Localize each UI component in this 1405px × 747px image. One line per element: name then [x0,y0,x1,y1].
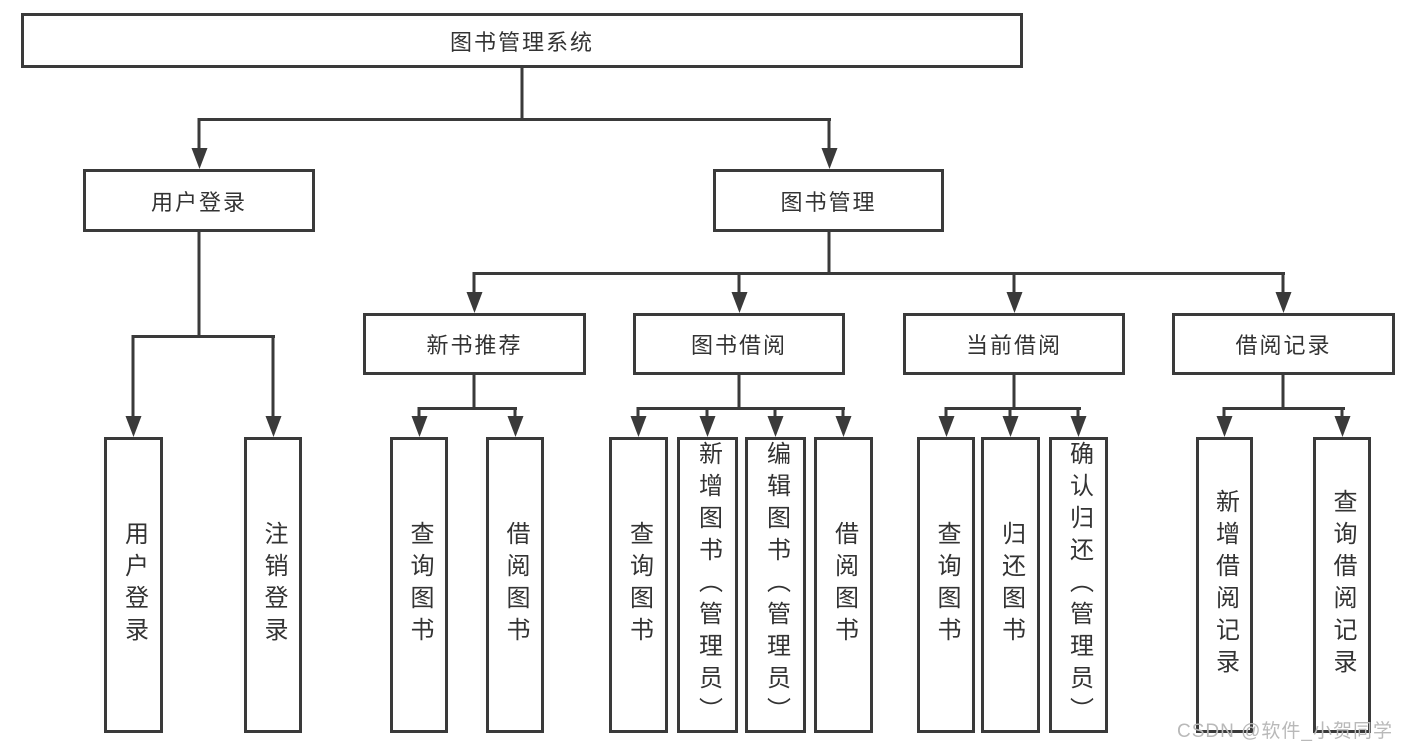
node-book-management: 图书管理 [713,169,944,232]
node-label: 注销登录 [260,521,287,649]
node-borrow-books-1: 借阅图书 [486,437,544,733]
edge-new-book-trunk [472,375,476,407]
node-logout-leaf: 注销登录 [244,437,302,733]
edge-current-borrowing-trunk [1012,375,1016,407]
node-label: 图书借阅 [690,333,787,358]
node-label: 借阅记录 [1235,333,1332,358]
node-user-login: 用户登录 [83,169,315,232]
node-label: 新增借阅记录 [1211,489,1239,681]
node-borrow-books-2: 借阅图书 [814,437,873,733]
arrow-to-book-borrowing [737,272,741,292]
node-edit-book-admin: 编辑图书（管理员） [745,437,806,733]
node-label: 查询借阅记录 [1329,489,1356,681]
node-label: 借阅图书 [502,521,529,649]
edge-level2-bar [473,272,1285,275]
arrow-to-book-management [827,118,831,148]
arrow-to-user-login [197,118,201,148]
arrow-to-return-books [1008,407,1012,416]
arrow-to-add-book-admin [705,407,709,416]
edge-root-bar [198,118,831,121]
arrow-to-query-borrow-record [1340,407,1344,416]
edge-book-borrowing-bar [637,407,845,410]
node-label: 用户登录 [120,521,148,649]
node-user-login-leaf: 用户登录 [104,437,163,733]
node-label: 用户登录 [150,189,247,215]
node-confirm-return-admin: 确认归还（管理员） [1049,437,1108,733]
arrow-to-borrow-books-2 [841,407,845,416]
node-label: 编辑图书（管理员） [762,441,790,729]
arrow-to-borrowing-records [1281,272,1285,292]
node-query-books-1: 查询图书 [390,437,448,733]
node-label: 查询图书 [625,521,653,649]
edge-current-borrowing-bar [945,407,1081,410]
arrow-to-logout-leaf [271,335,275,416]
node-add-book-admin: 新增图书（管理员） [677,437,738,733]
node-add-borrow-record: 新增借阅记录 [1196,437,1253,733]
node-current-borrowing: 当前借阅 [903,313,1125,375]
node-label: 查询图书 [933,521,960,649]
arrow-to-new-book-recommendation [472,272,476,292]
edge-book-management-trunk [827,232,831,272]
node-label: 新书推荐 [426,333,523,358]
node-borrowing-records: 借阅记录 [1172,313,1395,375]
node-query-borrow-record: 查询借阅记录 [1313,437,1371,733]
arrow-to-add-borrow-record [1222,407,1226,416]
edge-new-book-bar [418,407,517,410]
node-label: 当前借阅 [965,333,1062,358]
node-query-books-3: 查询图书 [917,437,975,733]
arrow-to-edit-book-admin [773,407,777,416]
edge-user-login-bar [132,335,275,338]
edge-user-login-trunk [197,232,201,335]
node-label: 确认归还（管理员） [1065,441,1093,729]
arrow-to-confirm-return-admin [1076,407,1080,416]
node-label: 查询图书 [406,521,433,649]
arrow-to-borrow-books-1 [513,407,517,416]
node-new-book-recommendation: 新书推荐 [363,313,586,375]
node-label: 图书管理系统 [449,29,594,55]
node-return-books: 归还图书 [981,437,1040,733]
node-label: 借阅图书 [830,521,858,649]
node-library-management-system: 图书管理系统 [21,13,1023,68]
arrow-to-current-borrowing [1012,272,1016,292]
csdn-watermark: CSDN @软件_小贺同学 [1177,721,1393,742]
node-query-books-2: 查询图书 [609,437,668,733]
node-book-borrowing: 图书借阅 [633,313,845,375]
node-label: 归还图书 [997,521,1025,649]
edge-book-borrowing-trunk [737,375,741,407]
edge-root-trunk [520,68,524,118]
arrow-to-user-login-leaf [131,335,135,416]
arrow-to-query-books-3 [944,407,948,416]
arrow-to-query-books-2 [636,407,640,416]
node-label: 新增图书（管理员） [694,441,722,729]
edge-borrowing-records-trunk [1281,375,1285,407]
edge-borrowing-records-bar [1223,407,1345,410]
node-label: 图书管理 [780,189,877,215]
arrow-to-query-books-1 [417,407,421,416]
